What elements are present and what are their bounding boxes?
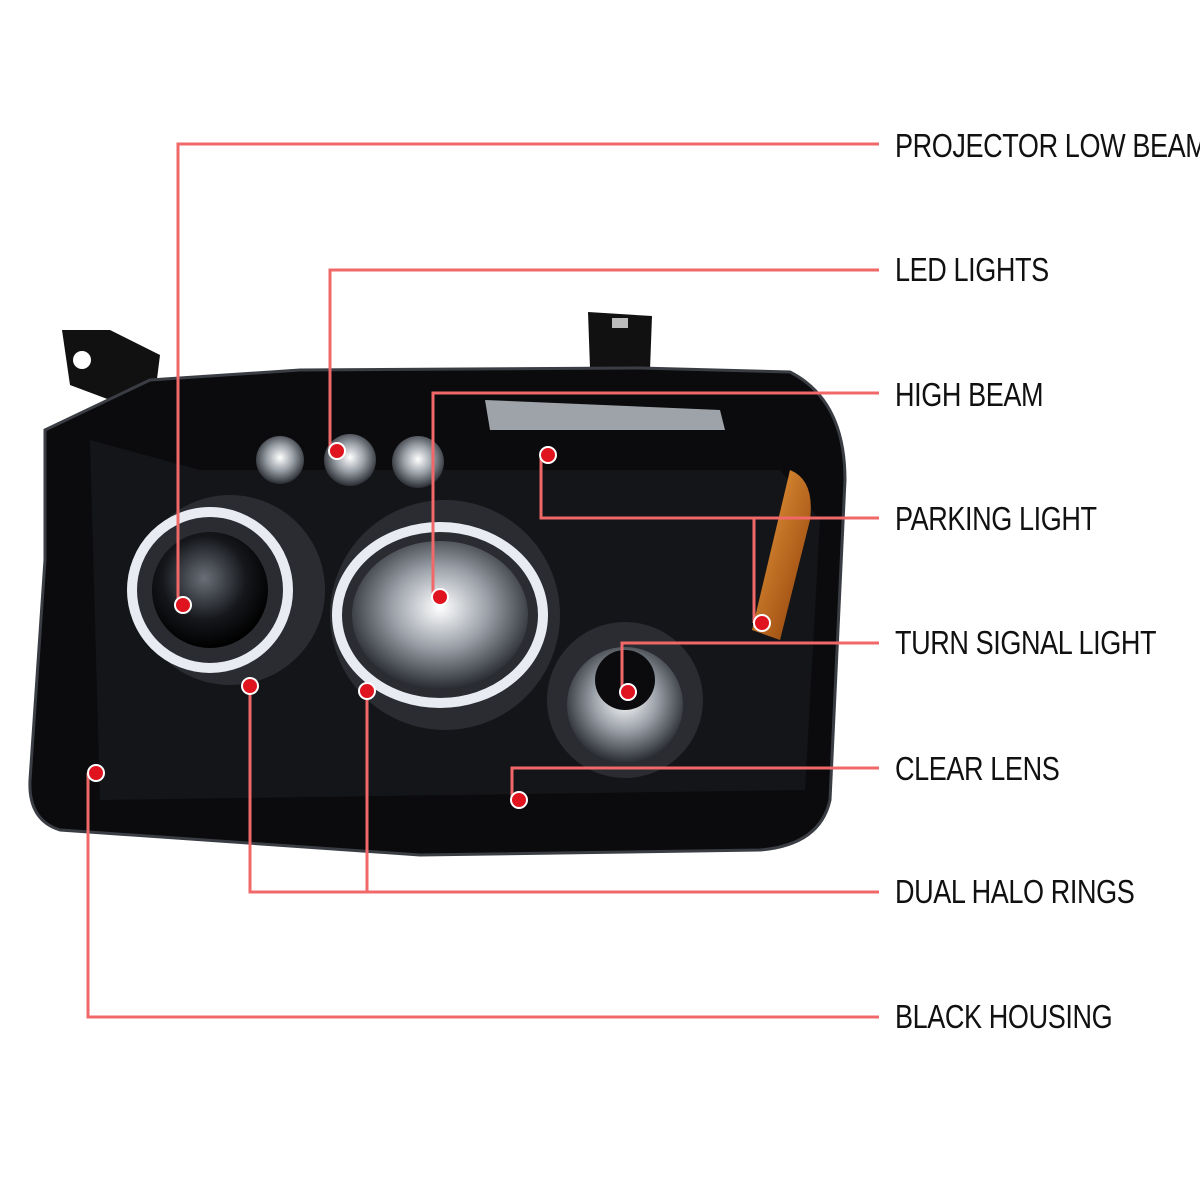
dot-parking-light [539, 446, 557, 464]
label-turn-signal-light: TURN SIGNAL LIGHT [895, 624, 1157, 661]
dot-turn-signal-light [619, 683, 637, 701]
leader-lines [86, 142, 879, 1019]
leader-line-led-lights [328, 268, 879, 451]
label-clear-lens: CLEAR LENS [895, 750, 1060, 787]
leader-line-black-housing [86, 773, 879, 1019]
dot-led-lights [328, 442, 346, 460]
amber-marker [752, 470, 811, 640]
dot-clear-lens [510, 791, 528, 809]
leader-line-high-beam [431, 391, 879, 597]
callout-dots [87, 442, 771, 809]
dot-high-beam [431, 588, 449, 606]
mounting-bracket-right [588, 312, 652, 370]
mounting-bracket-left [62, 330, 160, 400]
leader-line-turn-signal-light [620, 641, 879, 692]
label-high-beam: HIGH BEAM [895, 376, 1044, 413]
label-black-housing: BLACK HOUSING [895, 998, 1113, 1035]
leader-line-projector-low-beam [176, 142, 879, 605]
leader-line-parking-light [539, 455, 879, 520]
dot-black-housing [87, 764, 105, 782]
label-led-lights: LED LIGHTS [895, 251, 1049, 288]
dot-dual-halo-ring-1 [241, 677, 259, 695]
label-projector-low-beam: PROJECTOR LOW BEAM [895, 127, 1200, 164]
label-dual-halo-rings: DUAL HALO RINGS [895, 873, 1135, 910]
dot-projector-low-beam [174, 596, 192, 614]
leader-line-clear-lens [510, 766, 879, 800]
dot-dual-halo-ring-2 [358, 682, 376, 700]
leader-line-dual-halo-rings [248, 686, 879, 894]
dot-parking-light-marker [753, 614, 771, 632]
label-parking-light: PARKING LIGHT [895, 500, 1097, 537]
